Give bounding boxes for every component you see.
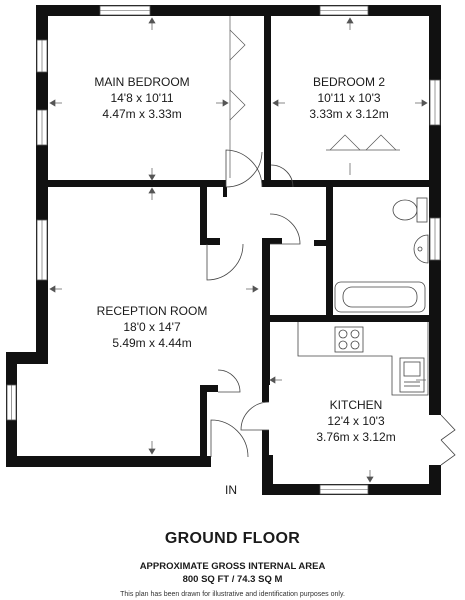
area-value: 800 SQ FT / 74.3 SQ M <box>182 574 283 585</box>
door-entrance <box>210 419 249 458</box>
wall-bathroom-left <box>326 187 333 315</box>
room-bedroom-2: BEDROOM 2 10'11 x 10'3 3.33m x 3.12m <box>309 75 388 121</box>
wall-left-upper <box>36 5 48 187</box>
door-kitchen <box>240 401 270 431</box>
entrance-label: IN <box>225 483 237 497</box>
room-name-kitchen: KITCHEN <box>330 398 383 412</box>
bath-inner <box>342 286 418 308</box>
wall-entry-stub <box>200 385 218 392</box>
interior-walls <box>36 5 441 458</box>
hob-ring-1 <box>338 329 348 339</box>
bathroom-fixtures <box>334 197 429 313</box>
wall-stub-left <box>200 187 207 242</box>
door-bathroom <box>269 213 301 245</box>
kitchen-fixtures <box>297 322 429 396</box>
wall-kitchen-top <box>262 315 441 322</box>
wall-bottom-left <box>6 456 211 467</box>
disclaimer: This plan has been drawn for illustrativ… <box>120 591 345 598</box>
hob-ring-2 <box>350 329 360 339</box>
door-kitchen-right-1 <box>440 414 456 441</box>
wall-bedrooms-divider <box>264 5 271 187</box>
floor-title: GROUND FLOOR <box>164 530 301 547</box>
room-metric-reception: 5.49m x 4.44m <box>112 336 191 350</box>
wall-entry-right <box>262 455 273 495</box>
room-name-main-bedroom: MAIN BEDROOM <box>94 75 189 89</box>
wall-main-bedroom-bottom-left <box>36 180 226 187</box>
wall-top-left <box>36 5 272 16</box>
hob-ring-4 <box>350 340 360 350</box>
room-metric-bedroom-2: 3.33m x 3.12m <box>309 107 388 121</box>
door-reception-small <box>217 369 241 393</box>
room-imperial-kitchen: 12'4 x 10'3 <box>327 414 385 428</box>
wall-entry-stub2 <box>200 385 207 457</box>
room-metric-main-bedroom: 4.47m x 3.33m <box>102 107 181 121</box>
wall-cupboard-mid <box>262 238 282 244</box>
worktop <box>297 322 429 396</box>
room-reception: RECEPTION ROOM 18'0 x 14'7 5.49m x 4.44m <box>97 304 208 350</box>
hob-ring-3 <box>338 340 348 350</box>
basin-drain <box>417 246 423 252</box>
door-reception <box>206 243 244 281</box>
doors <box>206 149 456 466</box>
dimension-marks <box>49 17 428 483</box>
door-hall <box>225 151 263 188</box>
window-centre-lines <box>11 10 436 490</box>
wall-main-bedroom-bottom-right <box>262 180 322 187</box>
room-imperial-main-bedroom: 14'8 x 10'11 <box>110 91 173 105</box>
door-main-bedroom <box>225 149 263 188</box>
wardrobes <box>229 16 400 178</box>
wall-kitchen-left-lower <box>262 430 269 458</box>
door-bedroom2-inner <box>270 164 294 188</box>
wall-right-lower <box>429 315 441 415</box>
hob <box>334 326 364 353</box>
wall-stub-hall <box>200 238 220 245</box>
room-metric-kitchen: 3.76m x 3.12m <box>316 430 395 444</box>
wall-kitchen-left <box>262 322 269 402</box>
room-main-bedroom: MAIN BEDROOM 14'8 x 10'11 4.47m x 3.33m <box>94 75 189 121</box>
wall-bedroom2-bottom <box>318 180 441 187</box>
sink-bowl <box>403 361 421 377</box>
room-imperial-reception: 18'0 x 14'7 <box>123 320 181 334</box>
wall-cupboard-right <box>314 240 326 246</box>
wall-reception-right-upper <box>262 240 270 385</box>
room-kitchen: KITCHEN 12'4 x 10'3 3.76m x 3.12m <box>316 398 395 444</box>
room-name-reception: RECEPTION ROOM <box>97 304 208 318</box>
door-kitchen-right-2 <box>440 439 456 466</box>
room-name-bedroom-2: BEDROOM 2 <box>313 75 385 89</box>
toilet <box>392 199 418 221</box>
wall-hall-small <box>223 187 227 197</box>
room-imperial-bedroom-2: 10'11 x 10'3 <box>317 91 380 105</box>
toilet-cistern <box>416 197 428 223</box>
area-title: APPROXIMATE GROSS INTERNAL AREA <box>139 561 326 572</box>
